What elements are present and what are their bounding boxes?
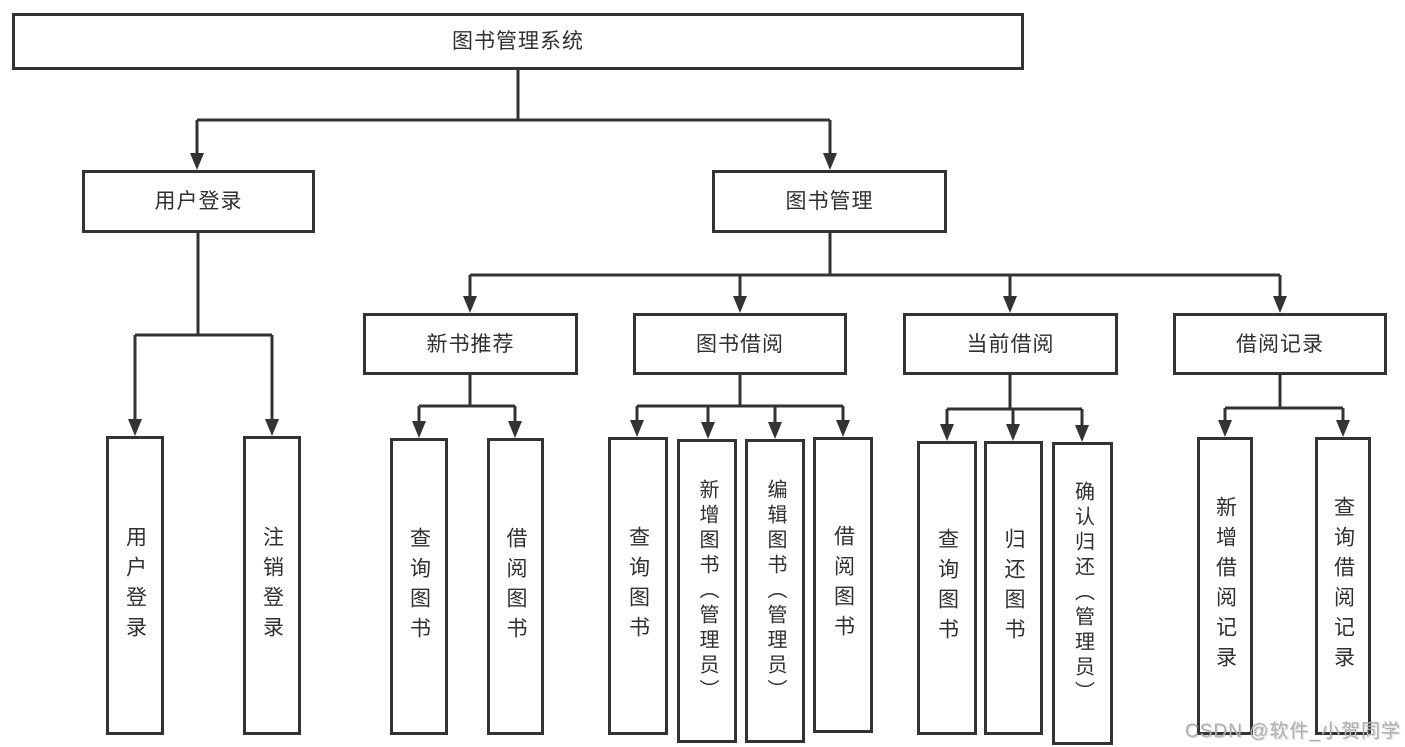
leaf-query-books-recommend: 查询图书 (390, 438, 448, 735)
leaf-logout: 注销登录 (243, 436, 301, 735)
leaf-borrow-books: 借阅图书 (813, 437, 873, 733)
node-book-borrow: 图书借阅 (633, 313, 847, 375)
node-book-management: 图书管理 (712, 170, 947, 233)
leaf-query-borrow-record: 查询借阅记录 (1315, 437, 1371, 735)
node-user-login: 用户登录 (82, 170, 315, 233)
leaf-confirm-return-admin: 确认归还（管理员） (1052, 442, 1113, 745)
watermark: CSDN @软件_小贺同学 (1185, 721, 1401, 742)
node-borrow-records: 借阅记录 (1173, 313, 1387, 375)
leaf-user-login: 用户登录 (106, 436, 164, 735)
node-library-management-system: 图书管理系统 (12, 13, 1024, 70)
leaf-query-books-borrow: 查询图书 (608, 437, 668, 735)
leaf-borrow-books-recommend: 借阅图书 (487, 438, 544, 735)
node-new-book-recommend: 新书推荐 (363, 313, 578, 375)
node-current-borrow: 当前借阅 (903, 313, 1118, 375)
leaf-edit-books-admin: 编辑图书（管理员） (745, 439, 805, 743)
leaf-add-books-admin: 新增图书（管理员） (677, 439, 737, 743)
leaf-return-books: 归还图书 (984, 441, 1043, 735)
leaf-query-books-current: 查询图书 (917, 441, 977, 735)
leaf-add-borrow-record: 新增借阅记录 (1197, 437, 1253, 735)
